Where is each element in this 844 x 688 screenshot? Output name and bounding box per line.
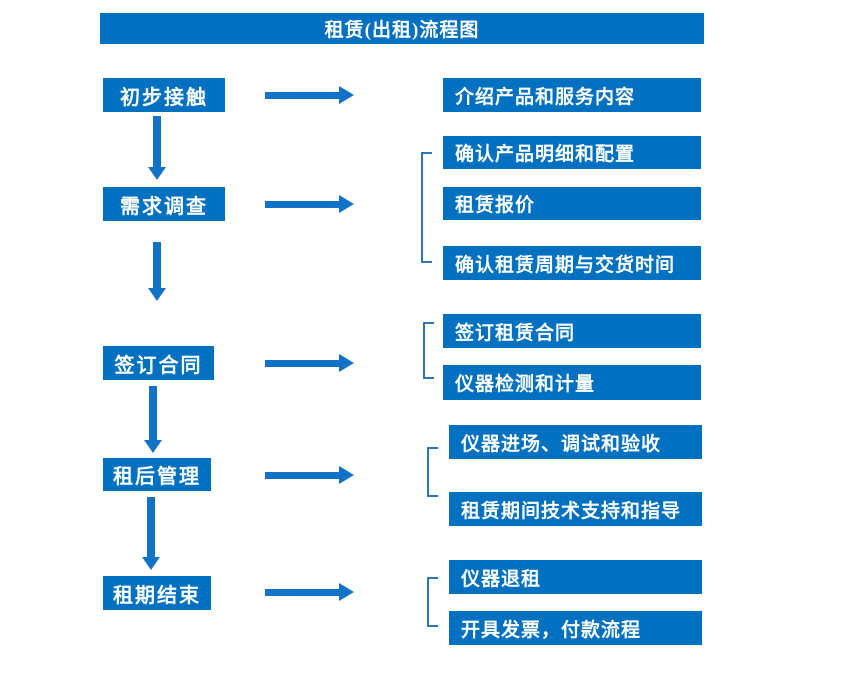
step-box-rental-period-end: 租期结束 xyxy=(103,576,211,610)
detail-box-instrument-testing-metering: 仪器检测和计量 xyxy=(443,365,701,400)
bracket-connector xyxy=(421,152,432,263)
detail-box-invoice-payment-process: 开具发票，付款流程 xyxy=(449,611,702,645)
detail-box-sign-rental-contract: 签订租赁合同 xyxy=(443,314,701,348)
detail-box-instrument-return: 仪器退租 xyxy=(449,560,702,594)
detail-box-introduce-products-services: 介绍产品和服务内容 xyxy=(443,78,701,112)
step-box-demand-survey: 需求调查 xyxy=(103,187,225,221)
detail-box-instrument-entry-commissioning: 仪器进场、调试和验收 xyxy=(449,425,702,459)
detail-box-rental-quotation: 租赁报价 xyxy=(443,187,701,220)
bracket-connector xyxy=(423,322,434,379)
step-box-post-rental-management: 租后管理 xyxy=(103,458,211,491)
detail-box-rental-tech-support: 租赁期间技术支持和指导 xyxy=(449,492,702,526)
detail-box-confirm-product-details: 确认产品明细和配置 xyxy=(443,136,701,169)
bracket-connector xyxy=(427,447,438,497)
step-box-sign-contract: 签订合同 xyxy=(103,346,214,380)
step-box-initial-contact: 初步接触 xyxy=(103,78,225,112)
diagram-title: 租赁(出租)流程图 xyxy=(100,13,704,44)
detail-box-confirm-rental-period-delivery: 确认租赁周期与交货时间 xyxy=(443,246,701,280)
bracket-connector xyxy=(427,577,438,627)
